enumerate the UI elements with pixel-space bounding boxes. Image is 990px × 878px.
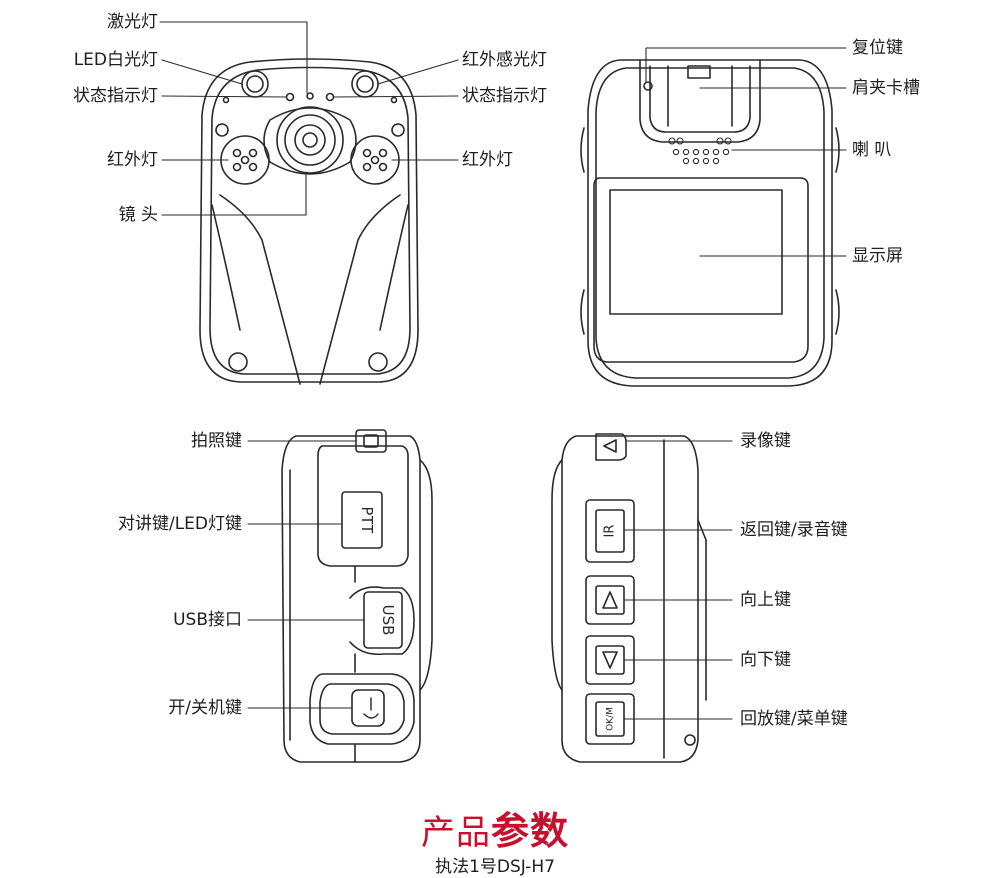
label-speaker: 喇 叭 — [852, 140, 892, 160]
right-side-leaders — [623, 440, 733, 720]
ir-mark: IR — [603, 525, 618, 538]
section-title-bold: 参数 — [490, 809, 569, 853]
label-ir-right: 红外灯 — [462, 150, 513, 170]
front-view — [199, 58, 419, 385]
label-usb-port: USB接口 — [173, 610, 242, 630]
back-leaders — [645, 47, 847, 257]
label-clip-slot: 肩夹卡槽 — [852, 78, 920, 98]
section-title-light: 产品 — [420, 813, 491, 853]
device-drawing: PTT USB IR OK/M — [159, 21, 847, 763]
label-laser-light: 激光灯 — [107, 12, 158, 32]
label-down-key: 向下键 — [740, 650, 791, 670]
front-leaders — [159, 21, 459, 216]
usb-mark: USB — [379, 605, 397, 636]
label-reset: 复位键 — [852, 38, 903, 58]
label-back-audio-key: 返回键/录音键 — [740, 520, 848, 540]
ptt-mark: PTT — [358, 506, 376, 533]
label-status-left: 状态指示灯 — [73, 86, 158, 106]
label-up-key: 向上键 — [740, 590, 791, 610]
label-screen: 显示屏 — [852, 246, 903, 266]
label-photo-key: 拍照键 — [191, 431, 242, 451]
label-play-menu-key: 回放键/菜单键 — [740, 709, 848, 729]
left-side-leaders — [247, 440, 365, 709]
model-name: 执法1号DSJ-H7 — [435, 857, 555, 877]
left-side-view — [281, 429, 433, 763]
label-lens: 镜 头 — [118, 205, 158, 225]
label-status-right: 状态指示灯 — [462, 86, 547, 106]
ok-mark: OK/M — [606, 707, 616, 731]
label-led-white-light: LED白光灯 — [73, 50, 158, 70]
back-view — [580, 59, 840, 387]
label-power-key: 开/关机键 — [168, 698, 242, 718]
label-ptt-key: 对讲键/LED灯键 — [117, 514, 242, 534]
section-title: 产品参数 — [0, 800, 990, 855]
label-ir-sensor: 红外感光灯 — [462, 50, 547, 70]
label-record-key: 录像键 — [740, 431, 791, 451]
right-side-view — [551, 433, 707, 763]
label-ir-left: 红外灯 — [107, 150, 158, 170]
